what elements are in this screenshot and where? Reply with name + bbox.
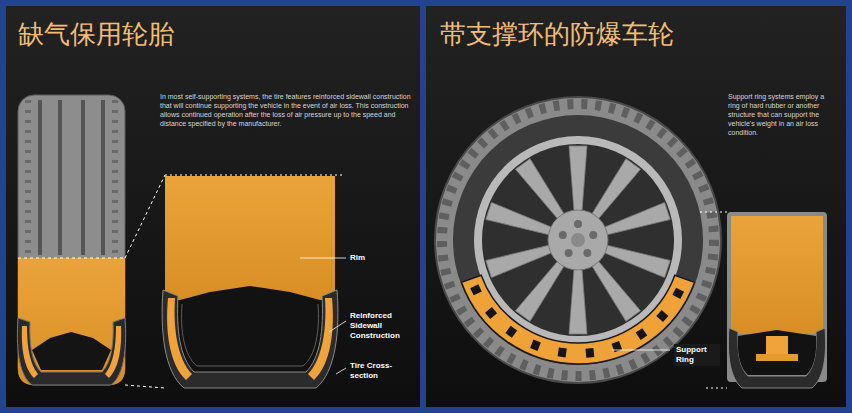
panel-title: 缺气保用轮胎	[18, 19, 174, 50]
hub	[548, 210, 608, 270]
spoke	[588, 159, 641, 222]
projection-line	[125, 175, 165, 258]
projection-line	[18, 258, 125, 259]
spoke	[486, 240, 553, 277]
panel: 缺气保用轮胎 In most self-supporting systems, t…	[6, 6, 420, 407]
rim-barrel	[482, 144, 674, 336]
tread-groove	[81, 100, 85, 255]
part-label: Reinforced Sidewall Construction	[350, 311, 410, 341]
spoke	[486, 202, 553, 239]
panel-ground	[6, 6, 420, 407]
projection-line	[125, 385, 165, 388]
tire	[435, 97, 721, 383]
tread-sipe	[112, 100, 118, 255]
projection-line	[700, 212, 727, 213]
spoke	[588, 258, 641, 321]
leader-line	[300, 258, 346, 259]
part-label: Rim	[350, 253, 400, 263]
rim-section	[165, 176, 335, 300]
tire-shell	[728, 328, 825, 388]
support-ring	[462, 275, 695, 364]
ring-holes	[470, 284, 684, 358]
sidewall-insert	[308, 298, 333, 380]
part-label: Tire Cross-section	[350, 361, 406, 381]
lug-nut	[589, 231, 597, 239]
rim-cutaway	[18, 258, 125, 385]
ring-hole	[485, 307, 497, 319]
panel-text: Support ring systems employ a ring of ha…	[728, 92, 836, 137]
spoke	[603, 240, 670, 277]
spoke	[515, 258, 568, 321]
lug-nut	[565, 249, 573, 257]
leader-line	[336, 368, 346, 374]
spoke	[603, 202, 670, 239]
panel: 带支撑环的防爆车轮 Support ring systems employ a r…	[426, 6, 846, 407]
ring-hole	[672, 288, 684, 299]
ring-hole	[585, 348, 594, 358]
tire-cavity	[32, 332, 111, 370]
tire-cavity	[180, 286, 321, 370]
ring-hole	[505, 326, 517, 338]
panel-title: 带支撑环的防爆车轮	[440, 19, 674, 50]
ring-hole	[558, 347, 567, 357]
rim-section	[731, 216, 823, 334]
ring-hole	[656, 310, 668, 322]
tread-groove	[58, 100, 62, 255]
leader-line	[612, 350, 670, 351]
tire-shell	[17, 318, 125, 385]
leader-line	[329, 321, 346, 332]
panel-ground	[426, 6, 846, 407]
spoke	[515, 159, 568, 222]
tread-strip	[727, 212, 827, 382]
tread-sipe	[25, 100, 31, 255]
panel-text: In most self-supporting systems, the tir…	[160, 92, 412, 128]
lug-nut	[559, 231, 567, 239]
ring-hole	[470, 284, 482, 295]
support-ring-section	[766, 336, 788, 355]
tire-cavity	[738, 330, 816, 375]
projection-line	[165, 175, 342, 176]
tread-blocks	[442, 104, 714, 376]
sidewall-insert	[22, 326, 38, 378]
lug-nut	[583, 249, 591, 257]
inner-liner	[182, 304, 319, 366]
support-ring-base	[756, 354, 798, 361]
spoke	[569, 269, 587, 334]
projection-line	[706, 388, 727, 389]
sidewall-insert	[167, 298, 192, 380]
tire-front	[18, 95, 125, 385]
tire-sidewall	[453, 115, 703, 365]
tread-groove	[38, 100, 42, 255]
tread-groove	[101, 100, 105, 255]
ring-hole	[530, 340, 541, 351]
sidewall-insert	[105, 326, 121, 378]
lug-nut	[574, 220, 582, 228]
part-label: Support Ring	[674, 344, 720, 366]
spoke	[569, 146, 587, 211]
ring-hole	[612, 341, 623, 352]
ring-hole	[636, 328, 648, 340]
center-cap	[571, 233, 585, 247]
